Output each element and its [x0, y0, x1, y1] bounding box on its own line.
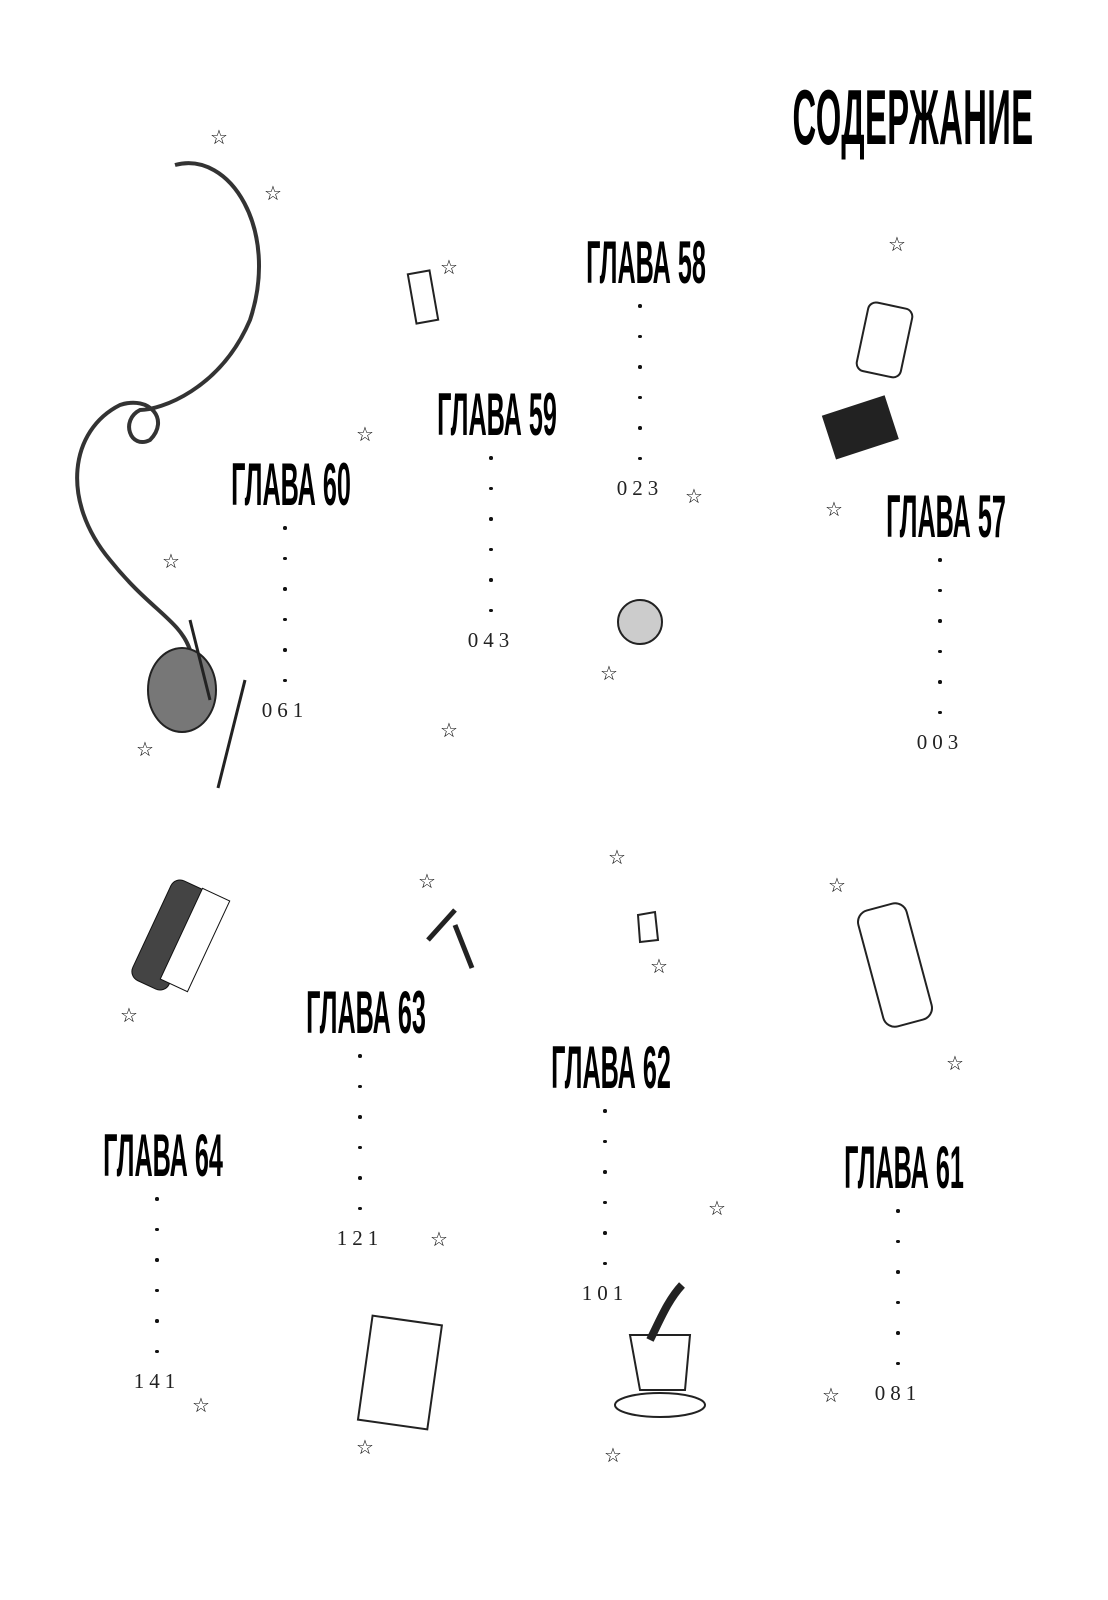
star-icon: ☆ — [708, 1198, 726, 1220]
page-number: 121 — [336, 1226, 384, 1250]
page-number: 101 — [581, 1281, 629, 1305]
star-icon: ☆ — [136, 739, 154, 761]
hair-iron-icon — [131, 879, 231, 993]
star-icon: ☆ — [825, 499, 843, 521]
chapter-label[interactable]: Глава 61 — [844, 1134, 964, 1201]
dot-leader — [603, 1109, 607, 1292]
star-icon: ☆ — [888, 234, 906, 256]
chapter-label[interactable]: Глава 62 — [551, 1034, 671, 1101]
yarn-string-icon — [75, 161, 261, 651]
chapter-label[interactable]: Глава 58 — [586, 229, 706, 296]
thimble-icon — [636, 910, 660, 944]
dot-leader — [896, 1209, 900, 1392]
page-number: 003 — [916, 730, 964, 754]
star-icon: ☆ — [356, 424, 374, 446]
star-icon: ☆ — [192, 1395, 210, 1417]
star-icon: ☆ — [210, 127, 228, 149]
dot-leader — [638, 304, 642, 487]
star-icon: ☆ — [430, 1229, 448, 1251]
chapter-label[interactable]: Глава 64 — [103, 1122, 223, 1189]
star-icon: ☆ — [946, 1053, 964, 1075]
cassette-icon — [821, 395, 899, 460]
page-number: 141 — [133, 1369, 181, 1393]
chapter-label[interactable]: Глава 63 — [306, 979, 426, 1046]
coffee-cup-icon — [614, 1282, 706, 1418]
chapter-label[interactable]: Глава 59 — [437, 381, 557, 448]
chapter-label[interactable]: Глава 60 — [231, 451, 351, 518]
star-icon: ☆ — [162, 551, 180, 573]
dot-leader — [938, 558, 942, 741]
page-number: 043 — [467, 628, 515, 652]
screws-icon — [426, 908, 475, 969]
dot-leader — [155, 1197, 159, 1380]
chapter-label[interactable]: Глава 57 — [886, 483, 1006, 550]
page-title: Содержание — [792, 73, 1034, 161]
page-number: 023 — [616, 476, 664, 500]
dot-leader — [358, 1054, 362, 1237]
star-icon: ☆ — [600, 663, 618, 685]
star-icon: ☆ — [604, 1445, 622, 1467]
dot-leader — [489, 456, 493, 639]
bottle-icon — [857, 902, 933, 1028]
yarn-ball-icon — [147, 619, 247, 789]
star-icon: ☆ — [264, 183, 282, 205]
star-icon: ☆ — [120, 1005, 138, 1027]
can-icon — [855, 301, 914, 379]
star-icon: ☆ — [608, 847, 626, 869]
star-icon: ☆ — [440, 720, 458, 742]
usb-stick-icon — [406, 269, 440, 325]
dot-leader — [283, 526, 287, 709]
star-icon: ☆ — [685, 486, 703, 508]
page-number: 081 — [874, 1381, 922, 1405]
page-number: 061 — [261, 698, 309, 722]
star-icon: ☆ — [822, 1385, 840, 1407]
star-icon: ☆ — [440, 257, 458, 279]
hair-tonic-icon — [356, 1314, 444, 1431]
star-icon: ☆ — [650, 956, 668, 978]
star-icon: ☆ — [418, 871, 436, 893]
star-icon: ☆ — [828, 875, 846, 897]
star-icon: ☆ — [356, 1437, 374, 1459]
cat-ball-icon — [617, 599, 663, 645]
